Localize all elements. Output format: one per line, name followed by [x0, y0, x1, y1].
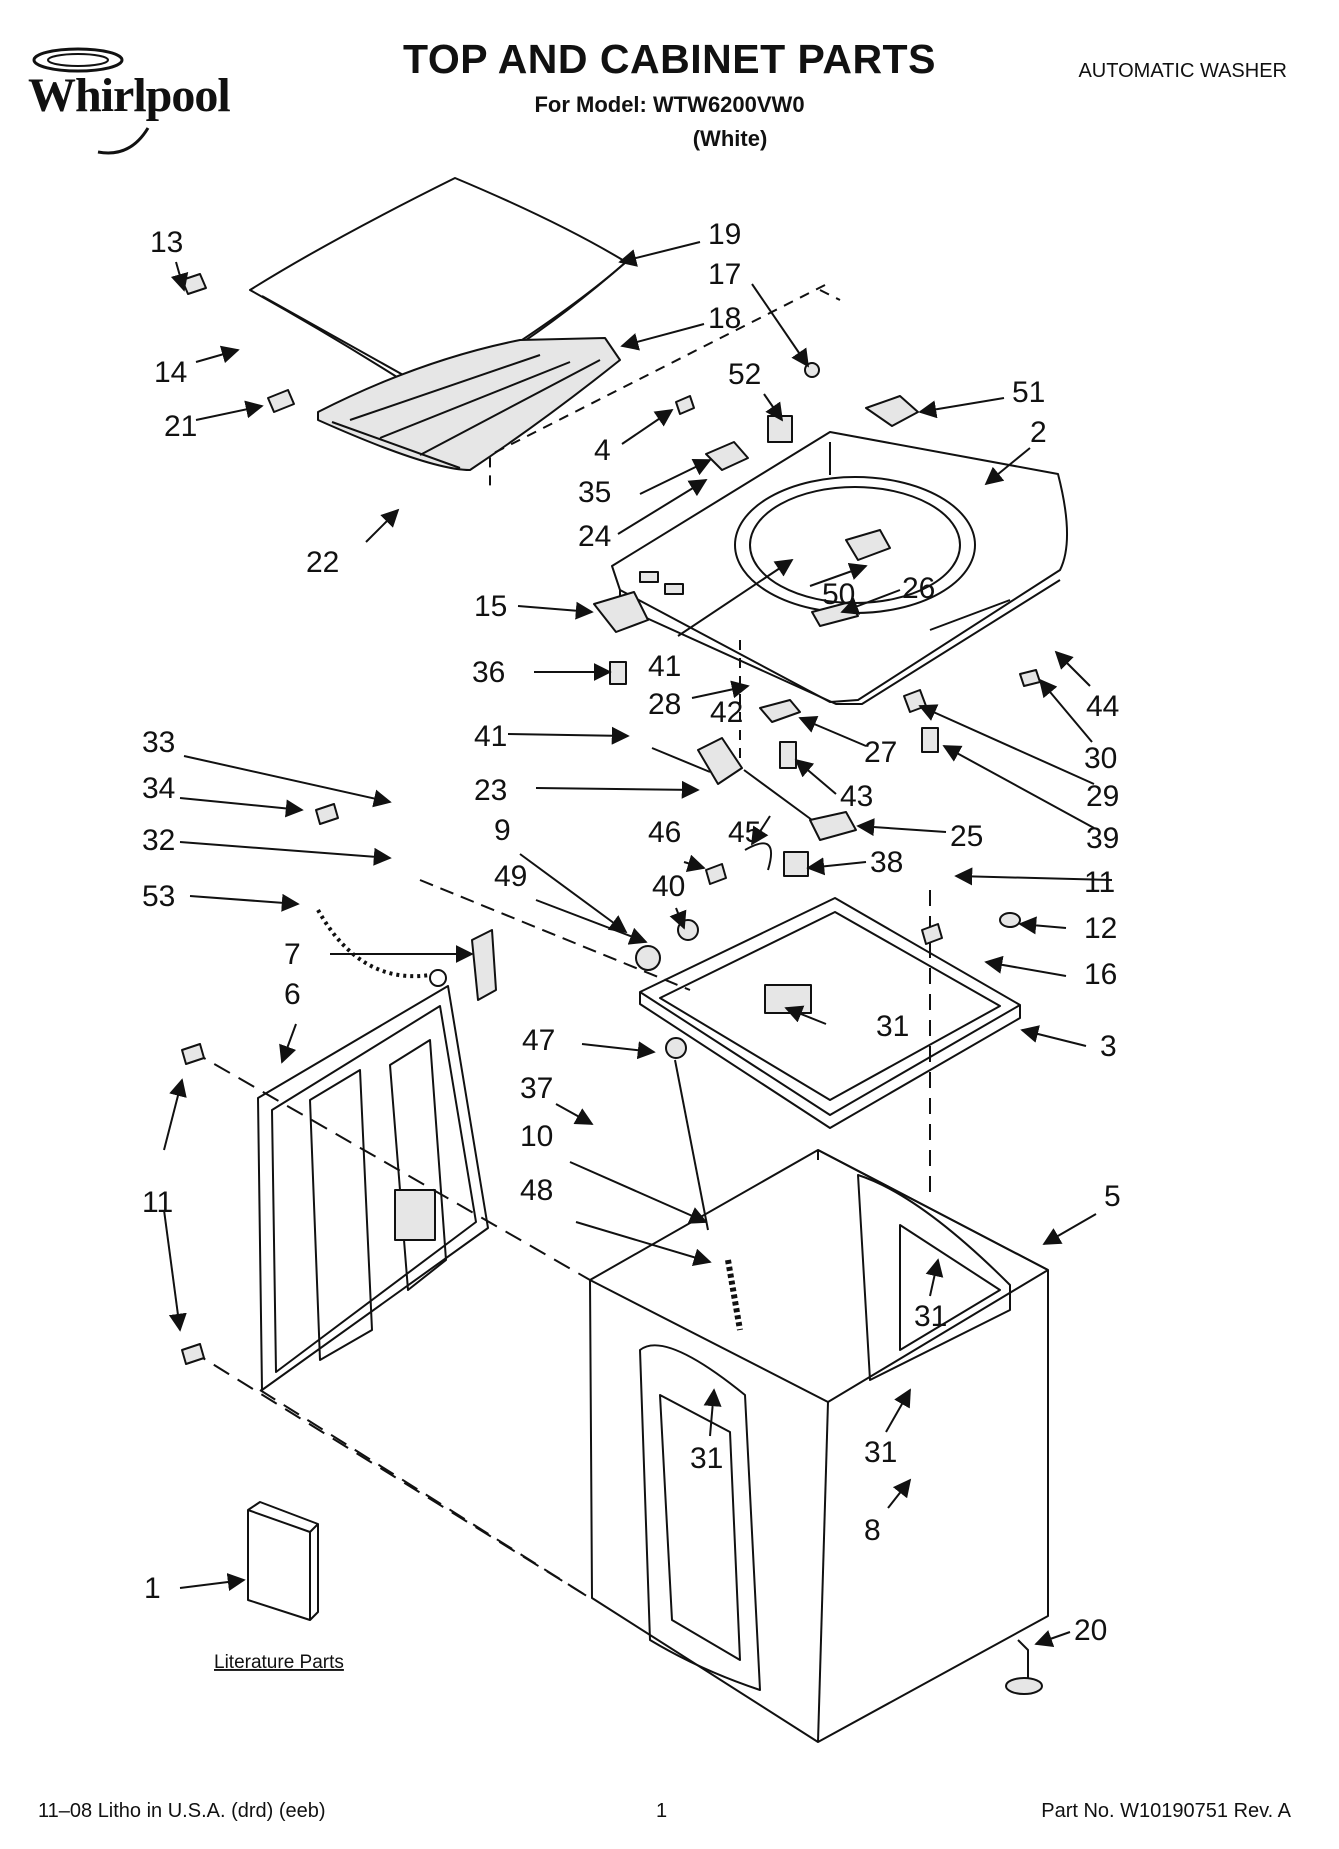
- part-spring-48: [725, 1259, 743, 1331]
- callout-41-top: 41: [648, 650, 681, 683]
- callout-43: 43: [840, 780, 873, 813]
- part-label-52: [767, 415, 793, 443]
- part-chain-ring: [429, 969, 447, 987]
- part-switch-38: [783, 851, 809, 877]
- callout-37: 37: [520, 1072, 553, 1105]
- part-top-panel: [611, 431, 1068, 705]
- part-lid-frame: [317, 337, 621, 471]
- callout-35: 35: [578, 476, 611, 509]
- callout-labels: 13 19 17 18 14 52 51 21 4 2 35 24 22 50 …: [142, 218, 1121, 1673]
- part-hinge-assembly: [651, 699, 857, 841]
- part-leveling-leg: [1017, 1639, 1029, 1680]
- callout-53: 53: [142, 880, 175, 913]
- callout-4: 4: [594, 434, 611, 467]
- part-bezel-51: [865, 395, 919, 427]
- callout-42: 42: [710, 696, 743, 729]
- callout-50: 50: [822, 578, 855, 611]
- callout-29: 29: [1086, 780, 1119, 813]
- callout-6: 6: [284, 978, 301, 1011]
- part-clip-29: [903, 689, 927, 713]
- callout-18: 18: [708, 302, 741, 335]
- callout-31-right: 31: [864, 1436, 897, 1469]
- callout-48: 48: [520, 1174, 553, 1207]
- callout-30: 30: [1084, 742, 1117, 775]
- part-switch-26: [845, 529, 891, 561]
- callout-2: 2: [1030, 416, 1047, 449]
- callout-38: 38: [870, 846, 903, 879]
- callout-19: 19: [708, 218, 741, 251]
- callout-20: 20: [1074, 1614, 1107, 1647]
- callout-8: 8: [864, 1514, 881, 1547]
- callout-16: 16: [1084, 958, 1117, 991]
- footer-print-info: 11–08 Litho in U.S.A. (drd) (eeb): [38, 1800, 326, 1822]
- callout-11-left: 11: [142, 1186, 173, 1219]
- callout-26: 26: [902, 572, 935, 605]
- part-rear-panel: [257, 985, 489, 1391]
- callout-9: 9: [494, 814, 511, 847]
- callout-28: 28: [648, 688, 681, 721]
- brand-logo: Whirlpool: [20, 40, 260, 160]
- callout-12: 12: [1084, 912, 1117, 945]
- footer-part-number: Part No. W10190751 Rev. A: [1041, 1800, 1291, 1822]
- callout-23: 23: [474, 774, 507, 807]
- part-chain-53: [316, 909, 431, 979]
- callout-5: 5: [1104, 1180, 1121, 1213]
- callout-46: 46: [648, 816, 681, 849]
- callout-45: 45: [728, 816, 761, 849]
- part-screws: [181, 273, 1021, 1365]
- part-drawings: [181, 177, 1068, 1743]
- callout-49: 49: [494, 860, 527, 893]
- callout-25: 25: [950, 820, 983, 853]
- brand-swirl-icon: [32, 47, 150, 155]
- product-category: AUTOMATIC WASHER: [1078, 60, 1287, 82]
- callout-34: 34: [142, 772, 175, 805]
- callout-7: 7: [284, 938, 301, 971]
- part-hinge-15: [593, 591, 649, 633]
- part-cabinet: [589, 1149, 1049, 1743]
- page-title: TOP AND CABINET PARTS: [403, 36, 936, 82]
- callout-14: 14: [154, 356, 187, 389]
- model-variant: (White): [692, 126, 768, 151]
- callout-47: 47: [522, 1024, 555, 1057]
- callout-22: 22: [306, 546, 339, 579]
- callout-32: 32: [142, 824, 175, 857]
- callout-36: 36: [472, 656, 505, 689]
- callout-27: 27: [864, 736, 897, 769]
- callout-31-frame: 31: [876, 1010, 909, 1043]
- part-literature-book: [247, 1509, 311, 1621]
- callout-10: 10: [520, 1120, 553, 1153]
- callout-51: 51: [1012, 376, 1045, 409]
- part-bracket-7: [471, 929, 497, 1001]
- callout-39: 39: [1086, 822, 1119, 855]
- callout-40: 40: [652, 870, 685, 903]
- footer-page-number: 1: [656, 1800, 668, 1822]
- callout-15: 15: [474, 590, 507, 623]
- callout-31-side: 31: [914, 1300, 947, 1333]
- leader-arrows: [163, 241, 1113, 1648]
- callout-21: 21: [164, 410, 197, 443]
- callout-24: 24: [578, 520, 611, 553]
- part-bezel-35: [705, 441, 749, 471]
- callout-41: 41: [474, 720, 507, 753]
- brand-wordmark: Whirlpool: [28, 69, 231, 122]
- callout-44: 44: [1086, 690, 1119, 723]
- literature-parts-label: Literature Parts: [214, 1652, 344, 1673]
- callout-11-right: 11: [1084, 866, 1115, 899]
- callout-13: 13: [150, 226, 183, 259]
- callout-3: 3: [1100, 1030, 1117, 1063]
- callout-17: 17: [708, 258, 741, 291]
- callout-31-front: 31: [690, 1442, 723, 1475]
- part-plug-30: [1019, 669, 1041, 687]
- callout-52: 52: [728, 358, 761, 391]
- callout-1: 1: [144, 1572, 161, 1605]
- callout-33: 33: [142, 726, 175, 759]
- model-line: For Model: WTW6200VW0: [534, 92, 805, 117]
- part-rod-10: [674, 1059, 709, 1231]
